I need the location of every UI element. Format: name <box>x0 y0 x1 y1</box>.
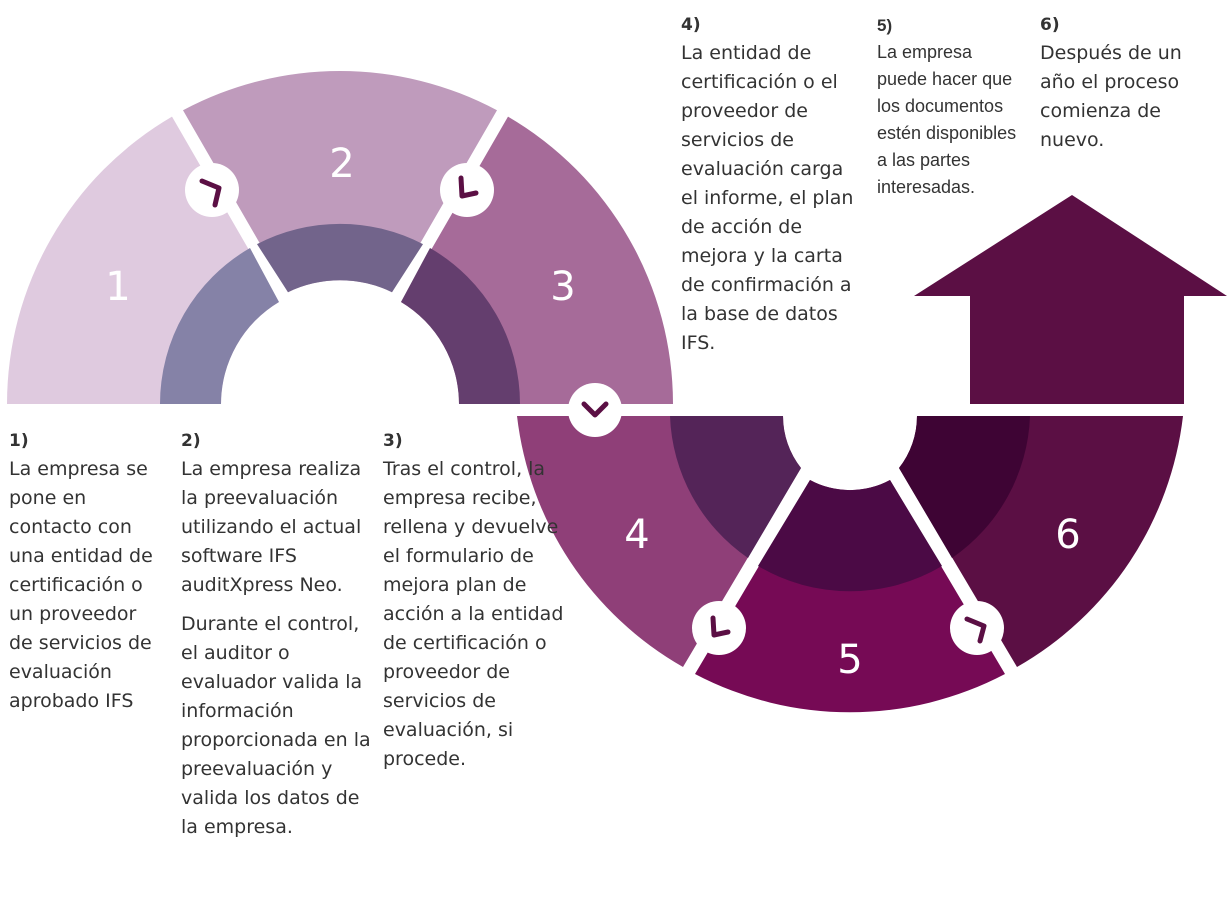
step-6-description: Después de un año el proceso comienza de… <box>1040 42 1182 151</box>
inner-ring-6 <box>899 416 1030 558</box>
lower-ring <box>517 416 1183 713</box>
segment-5-label: 5 <box>837 637 862 683</box>
connector-2-3 <box>440 163 494 217</box>
inner-ring-5 <box>758 480 942 592</box>
arrow-up-icon <box>914 195 1227 404</box>
chevron-right-icon <box>710 615 731 638</box>
chevron-right-icon <box>199 178 222 208</box>
connector-1-2 <box>185 163 239 217</box>
segment-2-label: 2 <box>329 141 354 187</box>
segment-1-label: 1 <box>105 264 130 310</box>
step-5-description: La empresa puede hacer que los documento… <box>877 42 1017 197</box>
connector-5-6 <box>950 601 1004 655</box>
chevron-down-icon <box>581 401 609 418</box>
step-6-number: 6) <box>1040 15 1060 35</box>
inner-ring-2 <box>257 223 423 293</box>
segment-3-label: 3 <box>550 264 575 310</box>
inner-ring-1 <box>159 248 279 404</box>
step-3-description: Tras el control, la empresa recibe, rell… <box>383 458 564 770</box>
step-4-description: La entidad de certificación o el proveed… <box>681 42 854 354</box>
segment-5 <box>695 480 1005 713</box>
connector-4-5 <box>692 601 746 655</box>
upper-ring <box>7 70 673 404</box>
step-5-number: 5) <box>877 16 893 35</box>
chevron-right-icon <box>964 616 987 644</box>
step-6-text: 6) Después de un año el proceso comienza… <box>1040 12 1190 155</box>
inner-ring-3 <box>401 248 521 404</box>
step-3-text: 3) Tras el control, la empresa recibe, r… <box>383 428 573 774</box>
step-2-description-2: Durante el control, el auditor o evaluad… <box>181 613 371 838</box>
step-1-description: La empresa se pone en contacto con una e… <box>9 458 153 712</box>
step-2-text: 2) La empresa realiza la preevaluación u… <box>181 428 371 842</box>
chevron-right-icon <box>458 175 479 199</box>
inner-ring-4 <box>670 416 801 558</box>
step-5-text: 5) La empresa puede hacer que los docume… <box>877 12 1027 201</box>
step-2-number: 2) <box>181 431 201 451</box>
segment-6-label: 6 <box>1055 512 1080 558</box>
step-1-text: 1) La empresa se pone en contacto con un… <box>9 428 161 716</box>
step-3-number: 3) <box>383 431 403 451</box>
step-4-number: 4) <box>681 15 701 35</box>
step-2-description: La empresa realiza la preevaluación util… <box>181 458 362 596</box>
step-4-text: 4) La entidad de certificación o el prov… <box>681 12 866 358</box>
segment-2 <box>183 70 497 293</box>
segment-4-label: 4 <box>624 512 649 558</box>
step-1-number: 1) <box>9 431 29 451</box>
connector-3-4 <box>568 383 622 437</box>
